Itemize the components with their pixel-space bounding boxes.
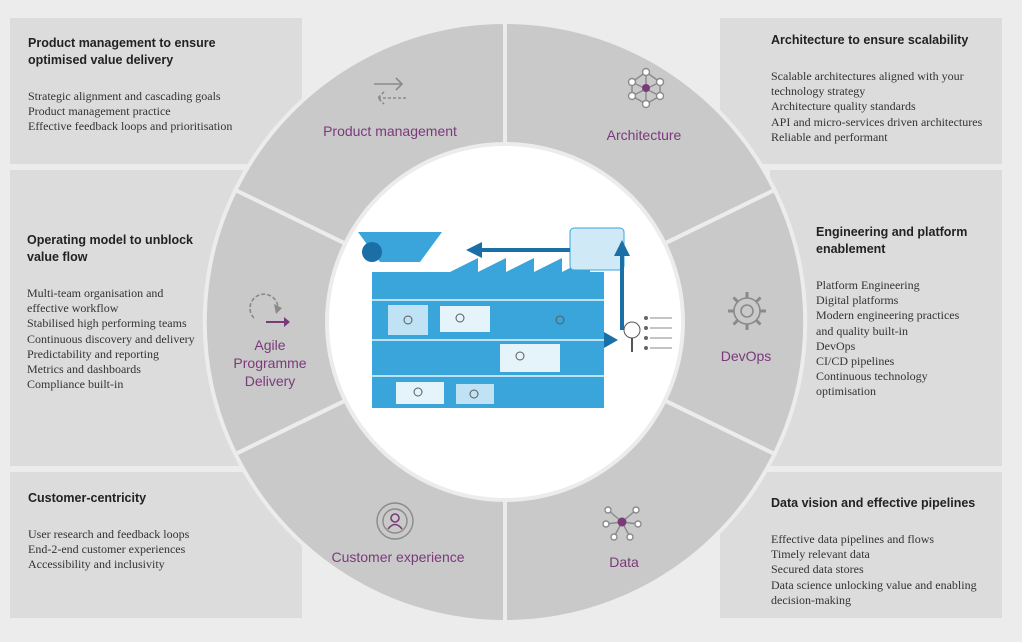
panel-title: Customer-centricity	[28, 491, 147, 505]
panel-list: Scalable architectures aligned with your…	[771, 69, 983, 144]
panel-bottom-right	[720, 472, 1002, 618]
value-stream-diagram	[358, 227, 672, 408]
segment-label-data: Data	[609, 554, 639, 570]
panel-list: Effective data pipelines and flows Timel…	[771, 532, 977, 607]
panel-bottom-left	[10, 472, 302, 618]
panel-top-right	[720, 18, 1002, 164]
user-target-icon	[376, 502, 414, 540]
panel-title: Product management to ensure optimised v…	[28, 36, 216, 67]
panel-mid-right	[770, 170, 1002, 466]
panel-list: Multi-team organisation and effective wo…	[27, 286, 195, 392]
panel-title: Data vision and effective pipelines	[771, 496, 976, 510]
panel-title: Engineering and platform enablement	[816, 225, 968, 256]
panel-top-left	[10, 18, 302, 164]
panel-list: User research and feedback loops End-2-e…	[28, 527, 190, 572]
cycle-arrow-icon	[249, 293, 290, 327]
panel-title: Operating model to unblock value flow	[27, 233, 193, 264]
data-nodes-icon	[602, 506, 642, 541]
arrows-exchange-icon	[374, 77, 406, 105]
panel-title: Architecture to ensure scalability	[771, 33, 969, 47]
segment-label-devops: DevOps	[720, 348, 772, 364]
segment-label-agile-programme-delivery: Agile Programme Delivery	[233, 337, 307, 389]
panel-list: Strategic alignment and cascading goals …	[28, 89, 233, 134]
network-nodes-icon	[627, 67, 665, 109]
segment-label-product-management: Product management	[323, 123, 457, 139]
panel-list: Platform Engineering Digital platforms M…	[816, 278, 960, 399]
segment-label-customer-experience: Customer experience	[331, 549, 465, 565]
gear-icon	[728, 292, 766, 330]
segment-label-architecture: Architecture	[606, 127, 682, 143]
